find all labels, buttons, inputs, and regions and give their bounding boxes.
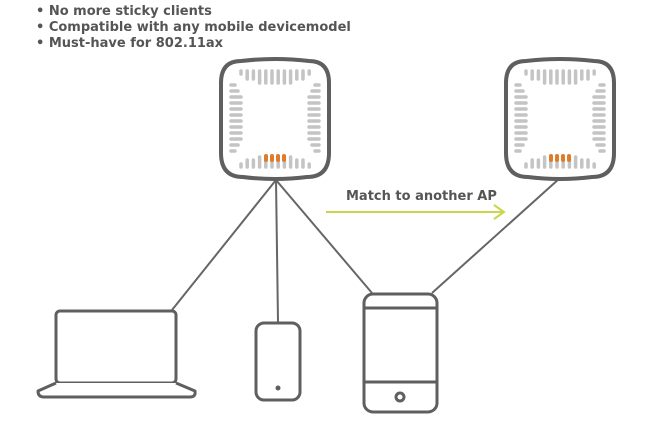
smartphone-icon <box>254 321 302 402</box>
bullet-item: • Compatible with any mobile devicemodel <box>36 20 351 35</box>
feature-list: • No more sticky clients • Compatible wi… <box>36 4 351 52</box>
link-ap1-phone <box>275 179 279 323</box>
tablet-icon <box>362 292 439 414</box>
access-point-icon <box>219 57 331 181</box>
arrow-right-icon <box>326 204 506 220</box>
arrow-label: Match to another AP <box>346 189 497 204</box>
ap-body <box>219 57 331 181</box>
link-ap2-tablet <box>431 177 561 294</box>
link-ap1-tablet <box>275 179 373 294</box>
access-point-icon <box>504 57 616 181</box>
ap-body <box>504 57 616 181</box>
laptop-icon <box>36 309 197 399</box>
bullet-item: • No more sticky clients <box>36 4 212 19</box>
link-ap1-laptop <box>171 179 277 311</box>
bullet-item: • Must-have for 802.11ax <box>36 36 224 51</box>
